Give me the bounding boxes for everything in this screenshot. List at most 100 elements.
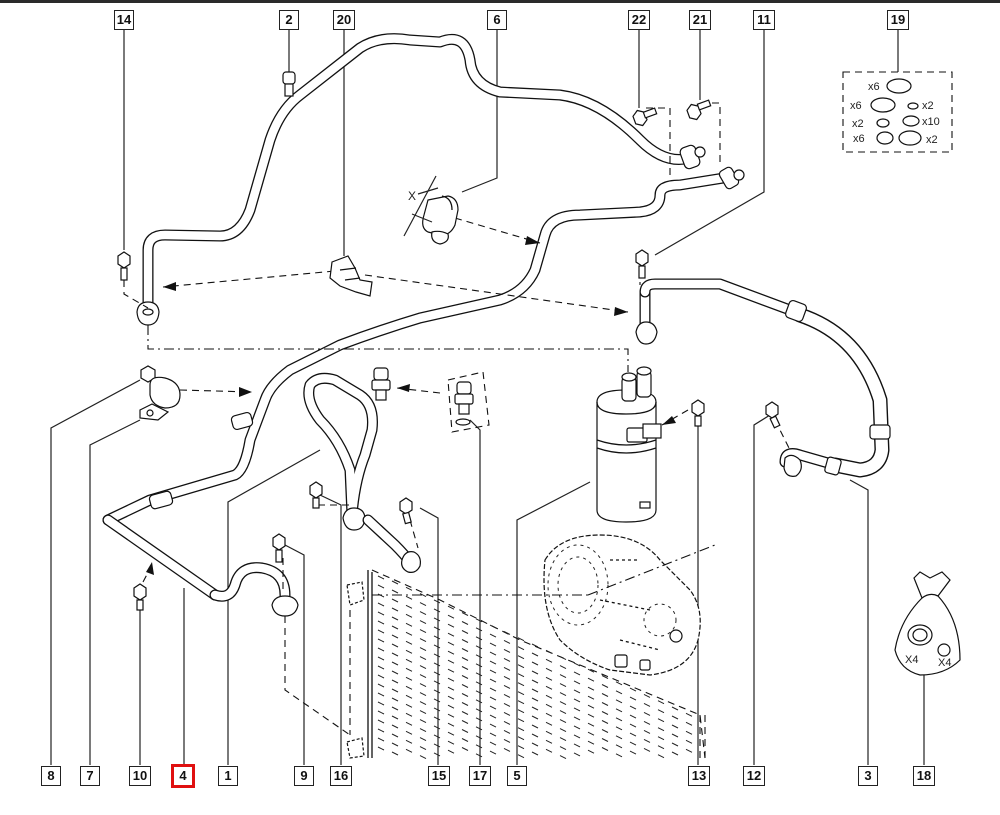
bolt-21[interactable] [686,99,712,121]
condenser-fin-mark [433,644,441,649]
condenser-fin-mark [657,700,665,705]
bolt-11[interactable] [635,249,649,279]
seal-qty: x6 [868,81,880,93]
condenser-fin-mark [671,742,679,747]
clamp-7[interactable] [139,376,181,421]
callout-21[interactable]: 21 [689,10,711,30]
condenser-fin-mark [447,686,455,691]
bolt-16[interactable] [309,481,323,509]
callout-18[interactable]: 18 [913,766,935,786]
callout-17[interactable]: 17 [469,766,491,786]
condenser-fin-mark [405,685,413,690]
hose-3[interactable] [635,278,891,478]
condenser-fin-mark [601,675,609,679]
callout-19[interactable]: 19 [887,10,909,30]
callout-2[interactable]: 2 [279,10,299,30]
condenser-fin-mark [377,692,385,697]
condenser-fin-mark [587,695,595,700]
part-17-sensor[interactable] [447,371,490,433]
condenser-fin-mark [545,703,553,708]
condenser-fin-mark [433,743,441,748]
callout-6[interactable]: 6 [487,10,507,30]
condenser-fin-mark [461,684,469,688]
condenser-fin-mark [391,742,399,747]
condenser-fin-mark [559,728,567,733]
bolt-12[interactable] [765,401,781,429]
valve-6[interactable] [422,195,459,245]
condenser-fin-mark [615,717,623,722]
condenser-fin-mark [489,660,497,665]
condenser-fin-mark [601,711,609,715]
bolt-9[interactable] [272,533,286,563]
condenser-fin-mark [447,740,455,745]
callout-1[interactable]: 1 [218,766,238,786]
condenser-fin-mark [377,638,385,643]
callout-4-selected[interactable]: 4 [171,764,195,788]
condenser-fin-mark [545,667,553,672]
seal-qty: x2 [926,134,938,146]
bolt-14[interactable] [117,251,131,281]
callout-5[interactable]: 5 [507,766,527,786]
callout-13[interactable]: 13 [688,766,710,786]
callout-14[interactable]: 14 [114,10,134,30]
condenser-fin-mark [391,715,399,720]
condenser-fin-mark [601,702,609,706]
condenser-fin-mark [573,707,581,712]
condenser-fin-mark [503,747,511,752]
condenser-fin-mark [643,720,651,725]
valve-cap-2[interactable] [282,71,296,97]
condenser-fin-mark [461,702,469,706]
clip-20[interactable] [329,255,373,297]
condenser-fin-mark [433,752,441,757]
condenser-fin-mark [405,586,413,591]
condenser-fin-mark [391,634,399,639]
condenser-fin-mark [629,705,637,710]
callout-11[interactable]: 11 [753,10,775,30]
top-border [0,0,1000,3]
callout-3[interactable]: 3 [858,766,878,786]
condenser-fin-mark [489,687,497,692]
condenser-fin-mark [447,695,455,700]
condenser-fin-mark [573,662,581,667]
condenser-fin-mark [573,743,581,748]
cap-bag-18[interactable]: X4 X4 [894,571,961,676]
receiver-drier-5[interactable] [596,366,662,523]
callout-7[interactable]: 7 [80,766,100,786]
callout-12[interactable]: 12 [743,766,765,786]
condenser-fin-mark [447,605,455,610]
condenser-fin-mark [559,719,567,724]
condenser-fin-mark [419,620,427,625]
condenser-fin-mark [671,724,679,729]
callout-20[interactable]: 20 [333,10,355,30]
condenser-fin-mark [629,741,637,746]
condenser-fin-mark [475,636,483,641]
hose-16[interactable] [303,372,421,573]
condenser-fin-mark [615,681,623,686]
condenser-fin-mark [573,734,581,739]
callout-16[interactable]: 16 [330,766,352,786]
pipe-2[interactable] [142,33,696,316]
callout-9[interactable]: 9 [294,766,314,786]
condenser-fin-mark [377,737,385,742]
condenser-fin-mark [559,746,567,751]
callout-22[interactable]: 22 [628,10,650,30]
bolt-22[interactable] [632,107,658,127]
condenser-fin-mark [391,598,399,603]
callout-15[interactable]: 15 [428,766,450,786]
seal-kit-19[interactable]: x6 x6 x2 x2 x10 x6 x2 [842,71,953,153]
condenser-fin-mark [615,726,623,731]
condenser-fin-mark [615,699,623,704]
condenser-fin-mark [419,746,427,751]
bolt-13[interactable] [691,399,705,427]
condenser-fin-mark [377,602,385,607]
callout-10[interactable]: 10 [129,766,151,786]
condenser-fin-mark [377,656,385,661]
condenser-fin-mark [545,649,553,654]
bolt-10[interactable] [133,583,147,611]
pipe-4[interactable] [209,562,299,617]
seal-qty: x6 [853,133,865,145]
bolt-15[interactable] [399,497,413,525]
condenser-fin-mark [405,694,413,699]
condenser-fin-mark [531,724,539,729]
callout-8[interactable]: 8 [41,766,61,786]
